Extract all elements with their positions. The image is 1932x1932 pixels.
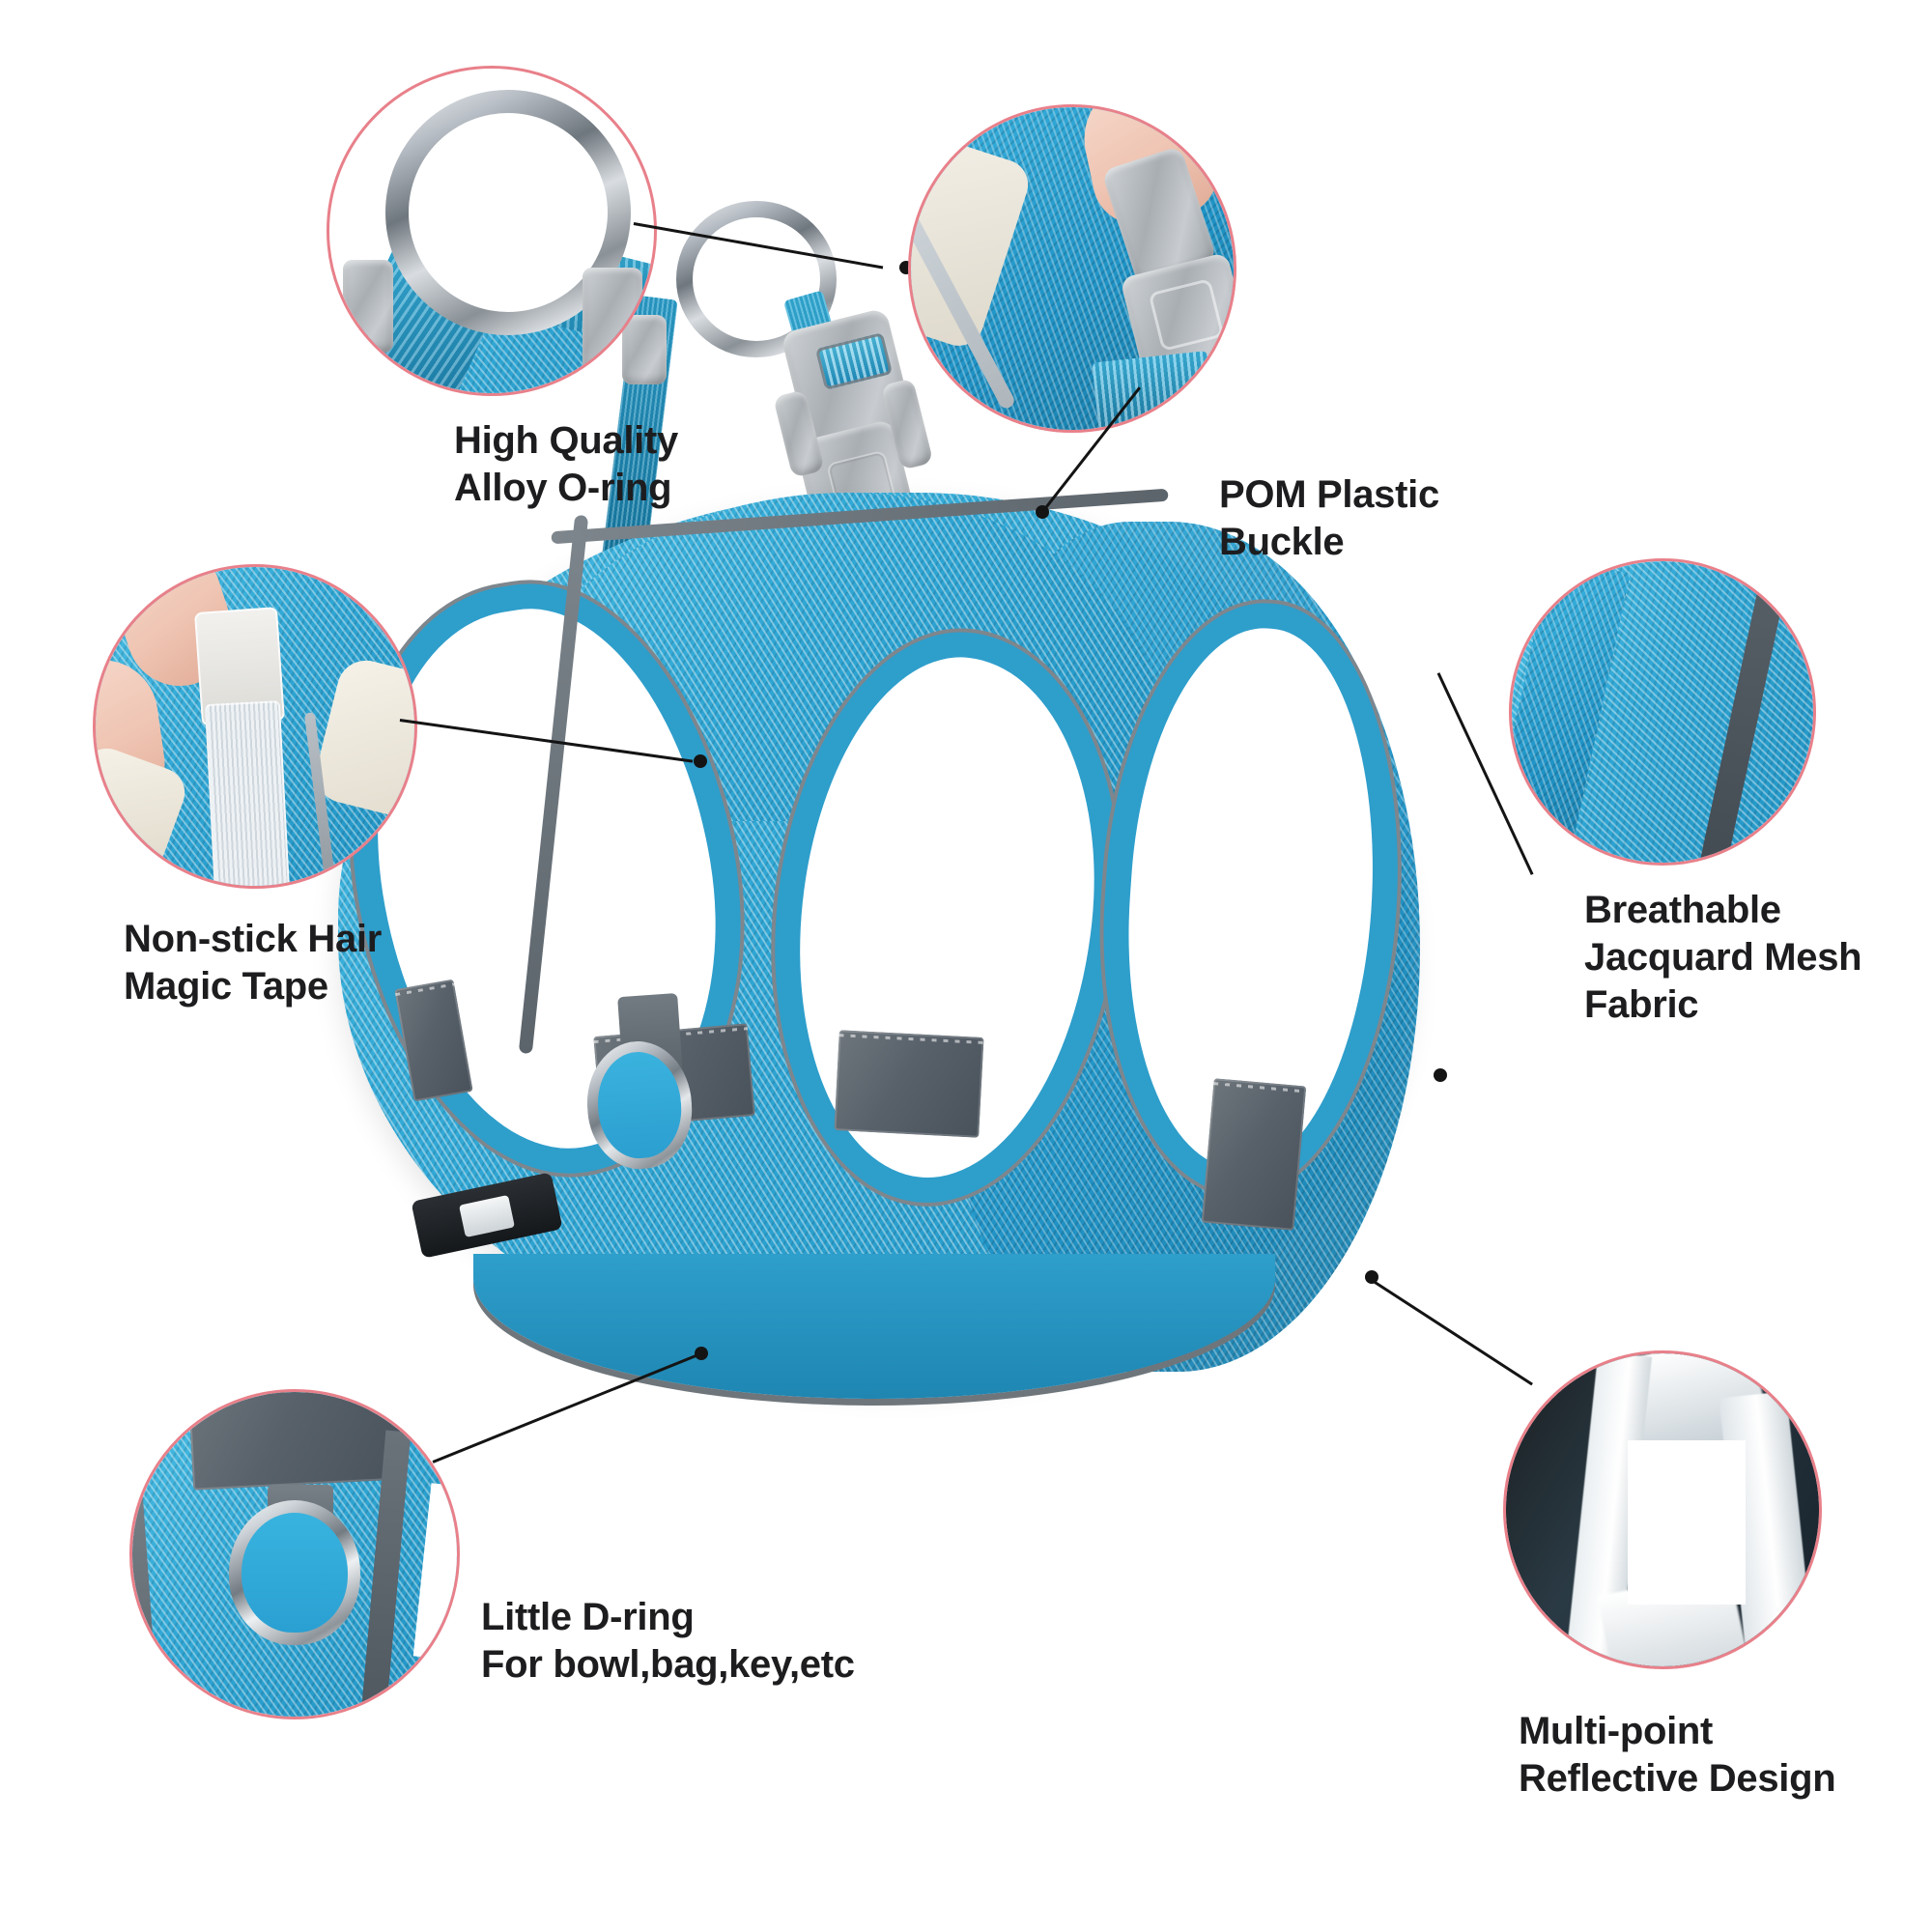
detail-circle-reflective-design — [1503, 1350, 1822, 1669]
reflective-patch-far-right — [1201, 1078, 1307, 1231]
detail-circle-mesh-fabric — [1509, 558, 1816, 866]
leader-dot-magic-tape — [694, 754, 707, 768]
detail-circle-magic-tape — [93, 564, 417, 889]
reflective-center-white — [1628, 1440, 1746, 1605]
callout-label-reflective-design: Multi-point Reflective Design — [1519, 1710, 1836, 1800]
d-ring-closeup-ring — [229, 1500, 360, 1645]
callout-label-mesh-fabric: Breathable Jacquard Mesh Fabric — [1584, 889, 1862, 1026]
leader-dot-reflective-design — [1365, 1270, 1378, 1284]
d-ring-closeup-reflective-band — [187, 1392, 406, 1491]
leader-dot-pom-buckle — [1036, 505, 1049, 519]
oring-closeup-keeper — [343, 260, 393, 353]
callout-label-alloy-o-ring: High Quality Alloy O-ring — [454, 419, 678, 509]
leader-dot-little-d-ring — [695, 1347, 708, 1360]
detail-circle-little-d-ring — [129, 1389, 460, 1719]
callout-label-little-d-ring: Little D-ring For bowl,bag,key,etc — [481, 1596, 855, 1686]
callout-label-magic-tape: Non-stick Hair Magic Tape — [124, 918, 382, 1008]
product-image-dog-harness — [261, 174, 1517, 1526]
buckle-closeup-webbing — [1092, 350, 1217, 430]
detail-circle-pom-buckle — [908, 104, 1236, 433]
leader-dot-mesh-fabric — [1434, 1068, 1447, 1082]
oring-closeup-ring — [385, 90, 631, 335]
reflective-patch-right — [834, 1030, 984, 1138]
callout-label-pom-buckle: POM Plastic Buckle — [1219, 473, 1439, 563]
detail-circle-alloy-o-ring — [327, 66, 657, 396]
oring-closeup-keeper-right — [582, 268, 642, 372]
magic-tape-hook-strip — [204, 700, 291, 886]
